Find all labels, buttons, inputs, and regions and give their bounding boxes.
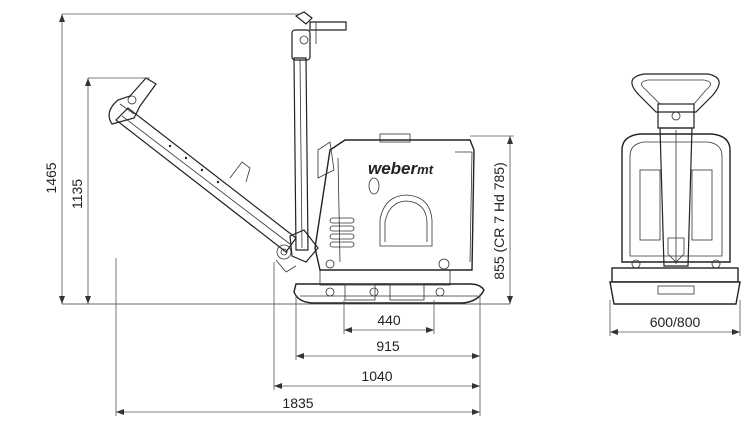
side-view: webermt bbox=[62, 11, 510, 305]
front-handle-loop-inner bbox=[641, 79, 711, 105]
front-knob-right bbox=[711, 259, 721, 269]
housing-left-edge bbox=[337, 157, 341, 263]
front-column-foot bbox=[667, 237, 685, 263]
housing-knob bbox=[438, 258, 450, 270]
housing-lifting-eye bbox=[379, 133, 411, 143]
front-base-top bbox=[611, 267, 739, 283]
dim-1040-label: 1040 bbox=[361, 368, 392, 384]
front-view bbox=[609, 73, 741, 305]
housing-emblem bbox=[368, 177, 380, 195]
front-side-panel-left bbox=[639, 169, 661, 241]
housing-opening-inner bbox=[384, 200, 428, 242]
handle-tilted bbox=[108, 77, 297, 273]
base-block-left bbox=[344, 283, 376, 301]
front-housing-inner bbox=[629, 141, 723, 257]
handle-pivot bbox=[289, 229, 319, 263]
base-bolt-2 bbox=[369, 287, 379, 297]
housing-right-edge bbox=[455, 151, 473, 263]
front-handle-loop bbox=[631, 73, 720, 113]
handle-dots bbox=[168, 144, 220, 184]
brand-suffix: mt bbox=[417, 162, 434, 177]
housing-opening bbox=[379, 194, 433, 247]
vent-slots bbox=[329, 217, 355, 248]
dim-855-label: 855 (CR 7 Hd 785) bbox=[491, 162, 507, 280]
base-block-right bbox=[389, 283, 425, 301]
base-bolt-3 bbox=[435, 287, 445, 297]
dim-1835-label: 1835 bbox=[282, 395, 313, 411]
front-base-slot bbox=[657, 285, 695, 295]
front-handle-bolt bbox=[671, 111, 681, 121]
front-knob-left bbox=[631, 259, 641, 269]
brand-name: weber bbox=[368, 159, 419, 178]
dim-440-label: 440 bbox=[377, 312, 401, 328]
dim-1135-label: 1135 bbox=[69, 179, 85, 209]
handle-vertical bbox=[291, 11, 347, 251]
brand-logo: webermt bbox=[368, 159, 434, 178]
front-column bbox=[659, 127, 693, 267]
housing-bracket bbox=[317, 141, 335, 179]
base-plate-side bbox=[293, 283, 485, 304]
front-side-panel-right bbox=[691, 169, 713, 241]
dim-915-label: 915 bbox=[376, 338, 400, 354]
housing-knob-left bbox=[325, 259, 335, 269]
base-frame bbox=[319, 269, 451, 286]
front-handle-mount bbox=[657, 103, 695, 129]
dimension-lines: 1465 1135 855 (CR 7 Hd 785) 440 915 bbox=[43, 13, 741, 416]
base-bolt-1 bbox=[325, 287, 335, 297]
dim-1465-label: 1465 bbox=[43, 162, 59, 193]
dim-front-width-label: 600/800 bbox=[650, 314, 701, 330]
front-base-plate bbox=[609, 281, 741, 305]
